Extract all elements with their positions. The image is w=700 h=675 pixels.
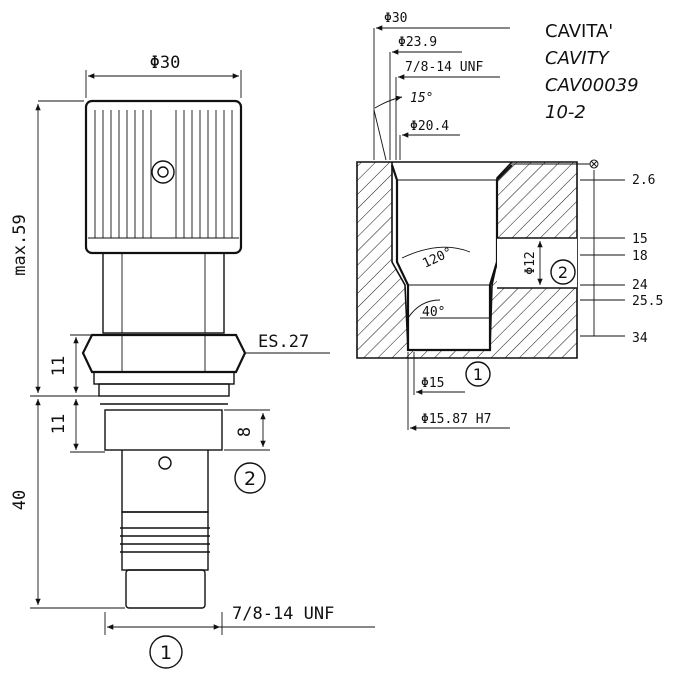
cavity-depth-dims: 2.6 15 18 24 25.5 34: [512, 159, 663, 346]
cavity-angle-120-label: 120°: [420, 245, 455, 272]
cavity-port-1-marker: 1: [465, 361, 491, 387]
cavity-port-2-marker: 2: [550, 259, 576, 285]
valve-hex-nut: [81, 333, 247, 405]
valve-dim-11-a: 11: [49, 356, 69, 376]
dim-11-lower: 11: [49, 399, 105, 453]
cavity-bore-outline: [390, 164, 577, 352]
valve-port-1-marker: 1: [149, 635, 183, 669]
valve-neck: [102, 252, 225, 334]
cavity-depth-18: 18: [632, 249, 648, 264]
cavity-dia-12-label: Φ12: [523, 251, 538, 274]
valve-hex-size-label: ES.27: [258, 332, 309, 352]
cavity-depth-15: 15: [632, 232, 648, 247]
valve-port-2-marker: 2: [234, 462, 266, 494]
cavity-hatched-block: [356, 161, 578, 359]
valve-dim-8: 8: [235, 427, 255, 437]
valve-dim-40: 40: [10, 490, 30, 510]
cavity-thread-label: 7/8-14 UNF: [405, 60, 483, 75]
cavity-angle-15-label: 15°: [410, 91, 433, 106]
cavity-top-dims: Φ30 Φ23.9 7/8-14 UNF 15° Φ20.4: [373, 11, 510, 161]
dim-hex-size: ES.27: [245, 332, 330, 354]
cavity-title: CAVITA' CAVITY CAV00039 10-2: [545, 21, 639, 123]
cavity-depth-25-5: 25.5: [632, 294, 663, 309]
valve-thread-label: 7/8-14 UNF: [232, 604, 334, 624]
dim-11-upper: 11: [49, 334, 92, 393]
cavity-port-1-label: 1: [473, 365, 483, 384]
dim-thread: 7/8-14 UNF: [104, 604, 375, 635]
dim-max-height: max.59: [10, 100, 84, 393]
cavity-dia-204-label: Φ20.4: [410, 119, 449, 134]
cavity-angles: 120° 40°: [401, 245, 490, 320]
valve-port-2-label: 2: [244, 468, 256, 490]
cavity-dim-12: Φ12: [523, 241, 543, 285]
valve-dia-top-label: Φ30: [150, 53, 181, 73]
cavity-depth-34: 34: [632, 331, 648, 346]
valve-port-1-label: 1: [160, 642, 172, 664]
cavity-title-line2: CAVITY: [545, 48, 611, 69]
cavity-bottom-dims: Φ15 Φ15.87 H7: [407, 352, 510, 431]
dim-8: 8: [224, 409, 270, 451]
cavity-depth-24: 24: [632, 278, 648, 293]
cavity-title-line3: CAV00039: [545, 75, 639, 96]
dim-40: 40: [10, 399, 125, 609]
cavity-dia-15-label: Φ15: [421, 376, 444, 391]
cavity-angle-40-label: 40°: [422, 305, 445, 320]
cavity-title-line4: 10-2: [545, 102, 586, 123]
valve-view: Φ30 max.59 11 11 40 8: [10, 53, 375, 669]
valve-max-height-label: max.59: [10, 214, 30, 275]
cavity-view: CAVITA' CAVITY CAV00039 10-2 Φ30 Φ23.9 7…: [356, 11, 663, 431]
cavity-title-line1: CAVITA': [545, 21, 613, 42]
cavity-port-2-label: 2: [558, 263, 568, 282]
cavity-depth-2-6: 2.6: [632, 173, 655, 188]
cavity-dia-1587-label: Φ15.87 H7: [421, 412, 491, 427]
valve-knob: [84, 99, 243, 255]
cavity-dia-30-label: Φ30: [384, 11, 407, 26]
cavity-dia-239-label: Φ23.9: [398, 35, 437, 50]
valve-dim-11-b: 11: [49, 414, 69, 434]
valve-body: [104, 409, 223, 609]
dim-top-diameter: Φ30: [85, 53, 242, 98]
